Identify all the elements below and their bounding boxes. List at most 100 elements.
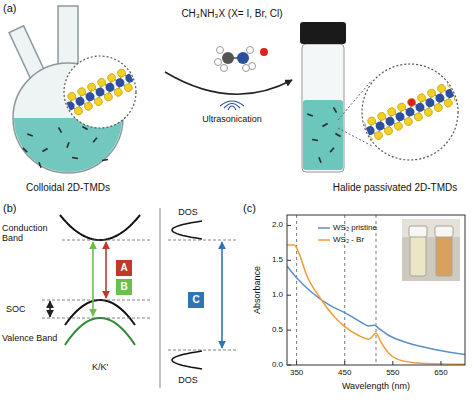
magnified-lattice bbox=[160, 62, 168, 72]
flask bbox=[23, 148, 27, 152]
magnified-lattice bbox=[464, 78, 474, 90]
magnified-lattice bbox=[341, 69, 474, 153]
flask bbox=[59, 127, 62, 132]
magnified-lattice bbox=[140, 71, 148, 81]
transition-label-box: B bbox=[116, 279, 132, 295]
magnified-lattice bbox=[53, 115, 64, 126]
dos-label: DOS bbox=[178, 207, 198, 217]
absorbance-plot bbox=[296, 215, 297, 365]
axis-ticks bbox=[296, 361, 297, 365]
band-diagram bbox=[60, 215, 140, 240]
magnified-lattice bbox=[161, 52, 169, 62]
inset-photo bbox=[402, 219, 460, 237]
molecule-icon bbox=[222, 52, 234, 64]
inset-photo bbox=[409, 226, 427, 237]
magnified-lattice bbox=[54, 105, 66, 117]
sample-label: Halide passivated 2D-TMDs bbox=[333, 182, 458, 194]
magnified-lattice bbox=[383, 126, 394, 137]
molecule-icon bbox=[237, 52, 249, 64]
magnified-lattice bbox=[34, 114, 46, 126]
legend-samples bbox=[318, 239, 330, 241]
magnified-lattice bbox=[55, 111, 63, 121]
magnified-lattice bbox=[396, 102, 407, 113]
magnified-lattice bbox=[60, 108, 68, 118]
band-diagram bbox=[65, 318, 135, 345]
band-diagram bbox=[62, 240, 150, 241]
magnified-lattice bbox=[103, 92, 114, 103]
band-label: Conduction Band bbox=[2, 223, 58, 244]
band-diagram bbox=[168, 350, 236, 351]
transition-label-box: C bbox=[188, 292, 204, 308]
magnified-lattice bbox=[354, 129, 366, 141]
molecule-icon bbox=[260, 48, 268, 56]
legend-samples bbox=[318, 228, 330, 240]
magnified-lattice bbox=[373, 130, 384, 141]
absorbance-plot bbox=[287, 215, 465, 365]
magnified-lattice bbox=[341, 69, 474, 153]
magnified-lattice bbox=[153, 68, 164, 79]
band-label: Valence Band bbox=[2, 333, 58, 343]
axis-ticks bbox=[344, 361, 345, 365]
band-diagram bbox=[42, 318, 150, 319]
band-diagram bbox=[160, 208, 161, 388]
transition-letter: C bbox=[192, 295, 199, 305]
molecule-icon bbox=[243, 65, 250, 72]
vial bbox=[322, 124, 327, 127]
band-diagram bbox=[42, 208, 236, 388]
magnified-lattice bbox=[456, 79, 464, 89]
tick-label: 550 bbox=[386, 368, 399, 377]
flask bbox=[67, 142, 69, 148]
magnified-lattice bbox=[473, 84, 474, 95]
magnified-lattice bbox=[132, 66, 140, 76]
magnified-lattice bbox=[113, 87, 124, 98]
magnified-lattice bbox=[50, 113, 58, 123]
molecule-icon bbox=[221, 65, 228, 72]
dos-label: DOS bbox=[178, 375, 198, 385]
magnified-lattice bbox=[341, 64, 474, 160]
flask bbox=[82, 127, 87, 130]
magnified-lattice bbox=[136, 64, 144, 74]
magnified-lattice bbox=[461, 77, 469, 87]
magnified-lattice bbox=[366, 116, 377, 127]
magnified-lattice bbox=[43, 120, 54, 131]
magnified-lattice bbox=[146, 54, 157, 65]
flask bbox=[27, 134, 33, 136]
flask bbox=[102, 159, 108, 160]
magnified-lattice bbox=[42, 108, 50, 118]
magnified-lattice bbox=[446, 79, 457, 90]
vial bbox=[307, 114, 313, 116]
magnified-lattice bbox=[64, 56, 136, 128]
magnified-lattice bbox=[150, 66, 158, 76]
magnified-lattice bbox=[134, 67, 146, 79]
flask bbox=[72, 157, 78, 158]
magnified-lattice bbox=[406, 97, 417, 108]
magnified-lattice bbox=[151, 57, 159, 67]
vial bbox=[334, 107, 337, 112]
magnified-lattice bbox=[386, 106, 397, 117]
flask bbox=[58, 6, 78, 68]
tick-label: 0.0 bbox=[272, 360, 283, 369]
band-diagram bbox=[65, 300, 135, 325]
band-diagram bbox=[42, 300, 150, 301]
magnified-lattice bbox=[40, 118, 48, 128]
tick-label: 1.0 bbox=[272, 291, 283, 300]
magnified-lattice bbox=[141, 62, 149, 72]
magnified-lattice bbox=[56, 96, 67, 107]
tick-label: 350 bbox=[290, 368, 303, 377]
magnified-lattice bbox=[470, 82, 474, 92]
absorbance-plot bbox=[376, 215, 377, 365]
magnified-lattice bbox=[466, 75, 474, 85]
magnified-lattice bbox=[47, 106, 55, 116]
magnified-lattice bbox=[123, 82, 134, 93]
inset-photo bbox=[410, 236, 426, 276]
magnified-lattice bbox=[156, 55, 164, 65]
magnified-lattice bbox=[36, 105, 47, 116]
magnified-lattice bbox=[353, 140, 364, 151]
soc-label: SOC bbox=[6, 304, 26, 314]
magnified-lattice bbox=[155, 64, 163, 74]
vial bbox=[335, 134, 340, 137]
magnified-lattice bbox=[46, 100, 57, 111]
vial bbox=[319, 157, 321, 163]
